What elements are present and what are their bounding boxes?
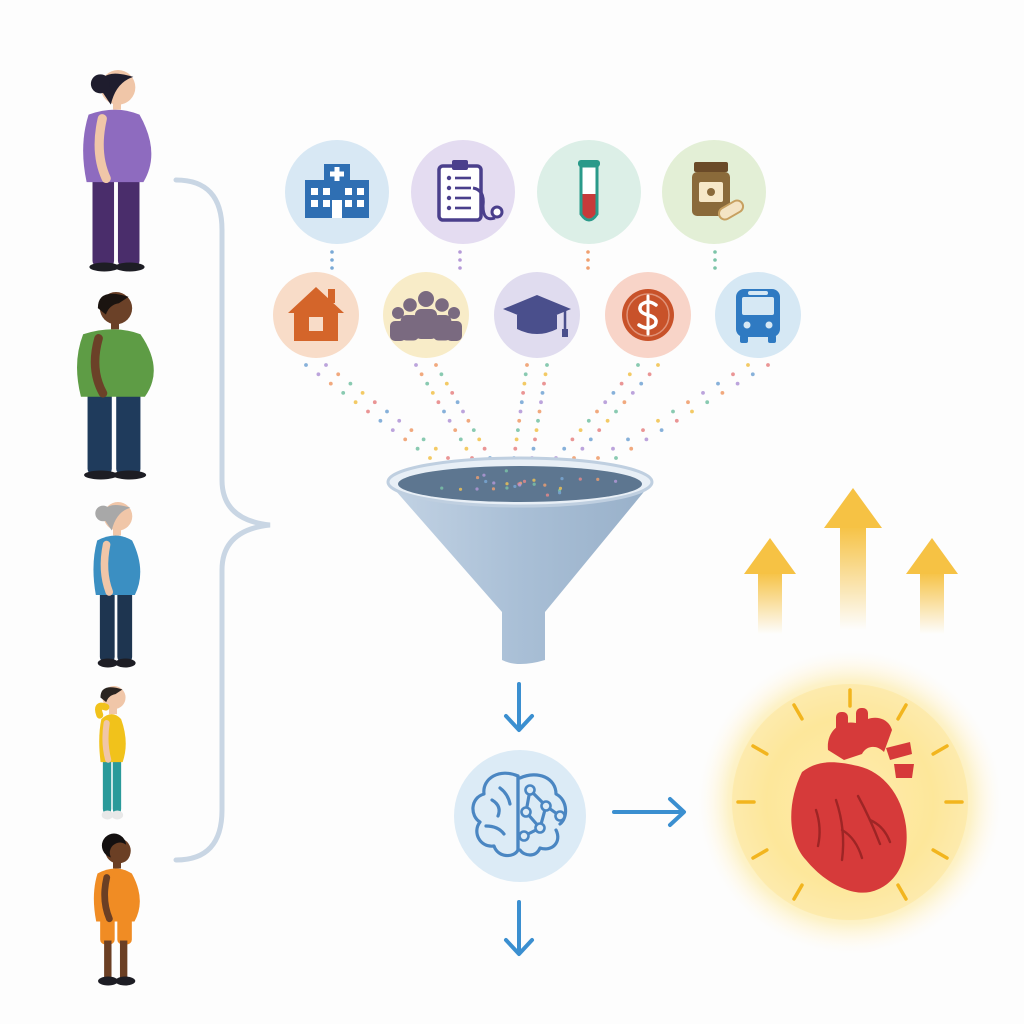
improvement-arrows xyxy=(744,488,958,634)
medication-icon xyxy=(662,140,766,244)
bus-icon xyxy=(715,272,801,358)
community-icon xyxy=(383,272,469,358)
down-arrow-icon xyxy=(504,900,534,956)
social-factors-row xyxy=(273,272,801,358)
up-arrow-icon xyxy=(824,488,882,630)
house-icon xyxy=(273,272,359,358)
income-icon xyxy=(605,272,691,358)
glow-rays xyxy=(736,688,964,901)
graduation-cap-icon xyxy=(494,272,580,358)
right-arrow-icon xyxy=(612,797,686,827)
population-group xyxy=(77,70,154,986)
test-tube-icon xyxy=(537,140,641,244)
up-arrow-icon xyxy=(744,538,796,634)
heart-outcome xyxy=(698,650,1002,954)
up-arrow-icon xyxy=(906,538,958,634)
person-woman-orange xyxy=(93,833,140,986)
data-streams xyxy=(304,250,770,460)
population-bracket xyxy=(173,177,271,863)
person-child-yellow xyxy=(94,686,126,820)
heart-icon xyxy=(791,708,914,893)
down-arrow-icon xyxy=(504,682,534,732)
funnel xyxy=(386,456,654,664)
ai-model xyxy=(454,750,586,882)
clinical-factors-row xyxy=(285,140,766,244)
person-elder-blue xyxy=(93,502,141,668)
clipboard-stethoscope-icon xyxy=(411,140,515,244)
hospital-icon xyxy=(285,140,389,244)
person-woman-purple xyxy=(83,70,152,272)
person-man-green xyxy=(77,292,154,480)
